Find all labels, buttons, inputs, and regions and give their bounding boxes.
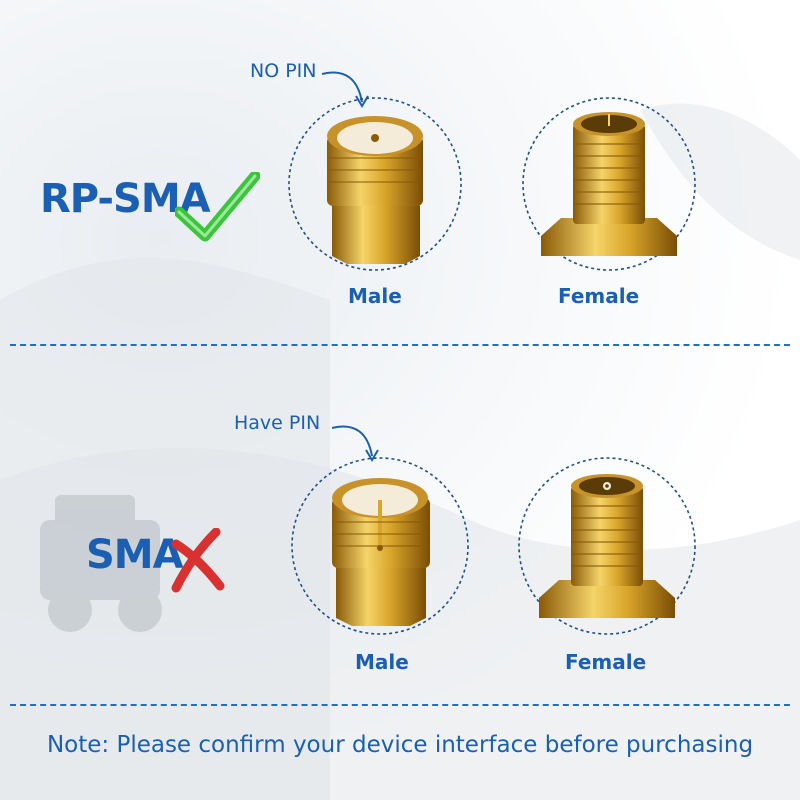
section-divider [10,344,790,346]
annotation-arrow-icon [321,71,369,108]
section-divider [10,704,790,706]
rpsma-male-connector [288,97,462,271]
have-pin-annotation: Have PIN [234,412,321,434]
rpsma-male-label: Male [348,284,402,308]
annotation-arrow-icon [331,425,379,462]
sma-female-label: Female [565,650,647,674]
rpsma-female-label: Female [558,284,640,308]
sma-female-connector [518,457,696,635]
cross-icon [171,528,225,593]
sma-male-label: Male [355,650,409,674]
sma-male-connector [291,457,469,635]
checkmark-icon [175,172,260,242]
purchase-note: Note: Please confirm your device interfa… [46,732,754,758]
no-pin-annotation: NO PIN [250,60,317,82]
rpsma-female-connector [522,97,696,271]
sma-title: SMA [86,532,184,578]
